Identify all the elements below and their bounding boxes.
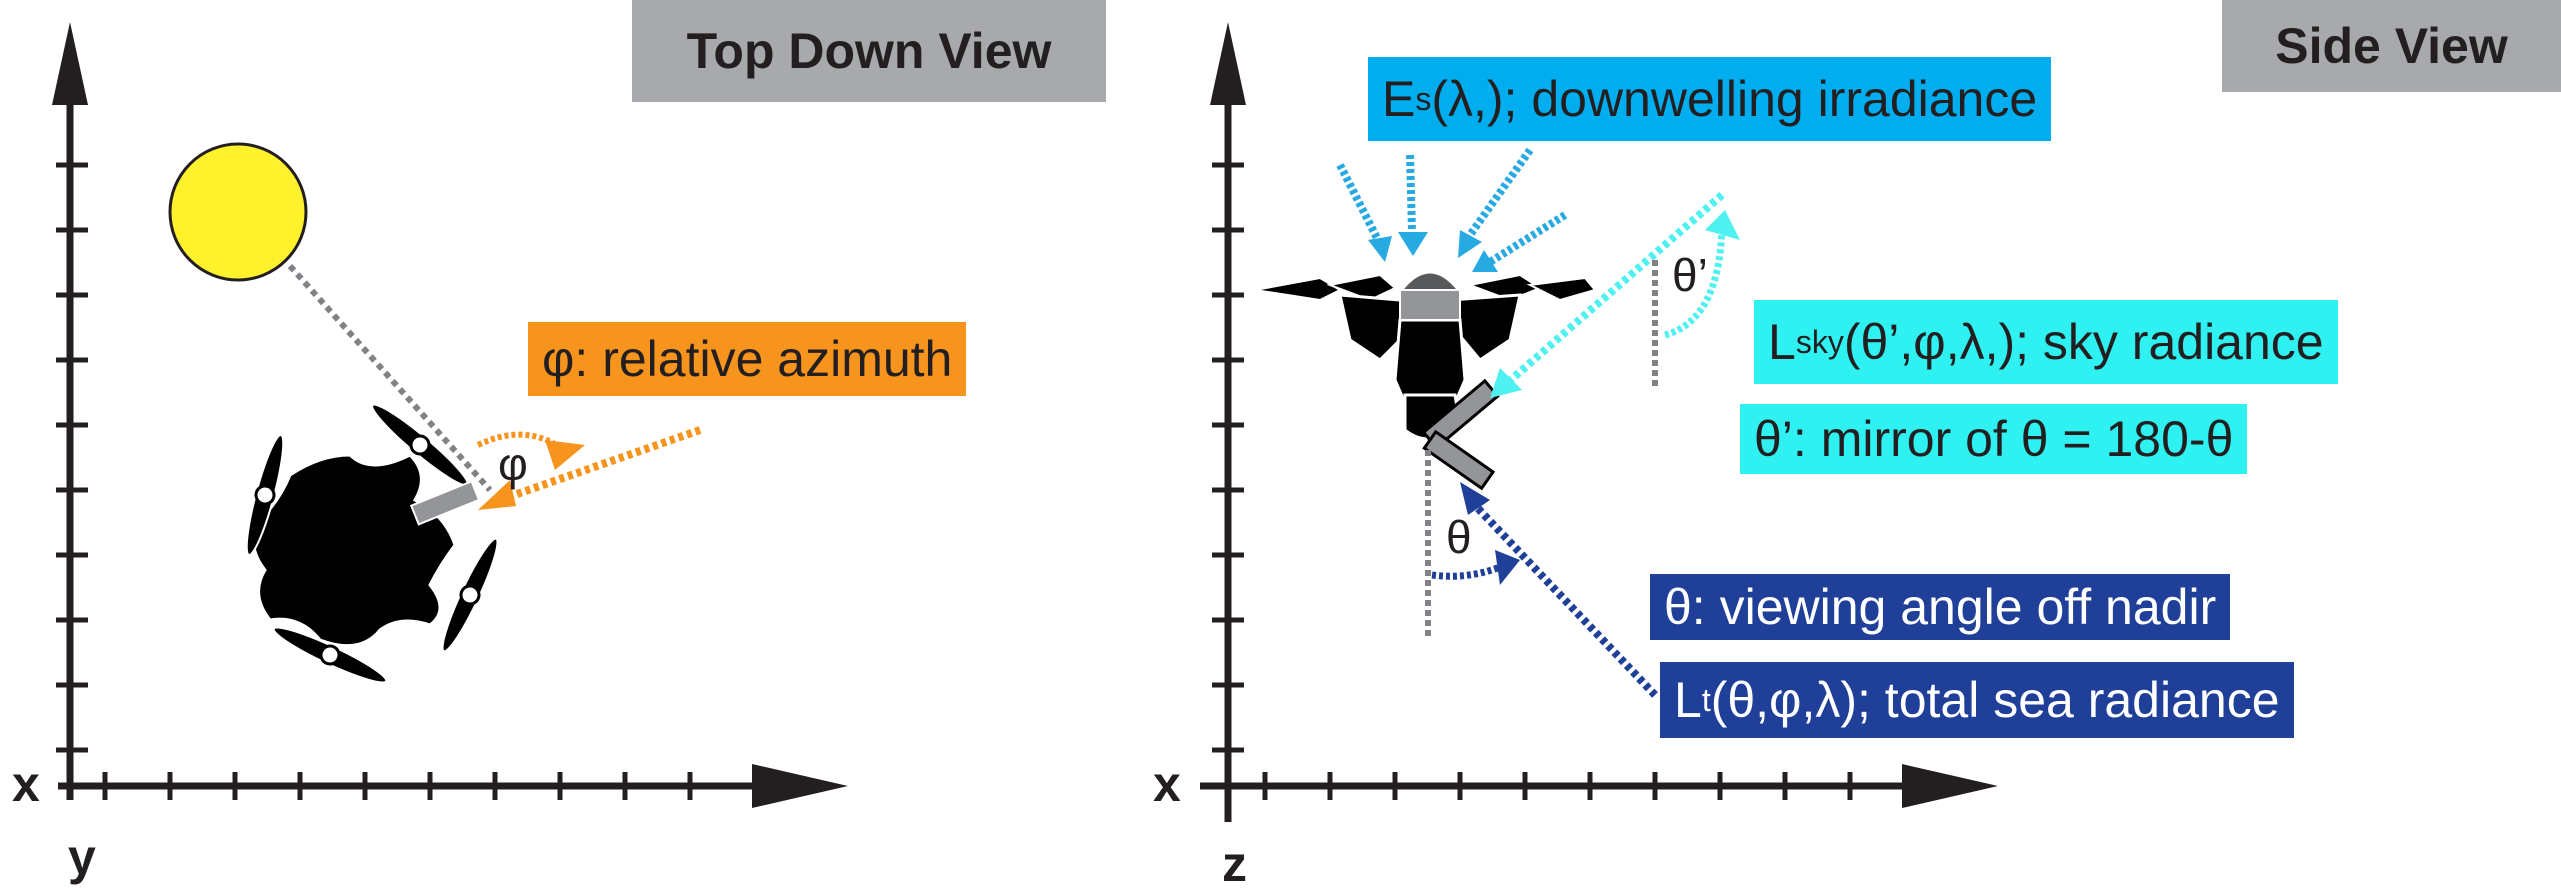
azimuth-label: φ: relative azimuth xyxy=(528,322,967,396)
sky-radiance-symbol: L xyxy=(1768,314,1796,370)
sun-direction-line xyxy=(287,264,493,492)
sky-radiance-arrowhead xyxy=(1490,368,1522,398)
irradiance-arrowheads xyxy=(1368,230,1498,272)
view-direction-arrowhead xyxy=(478,480,516,510)
azimuth-arrowhead xyxy=(545,440,585,470)
irradiance-arrows xyxy=(1336,147,1568,266)
theta-prime-symbol: θ’ xyxy=(1672,249,1708,301)
irradiance-rest: (λ,); downwelling irradiance xyxy=(1431,71,2038,127)
side-view-axes xyxy=(1200,22,1998,822)
side-x-axis-label: x xyxy=(1153,756,1181,812)
viewing-angle-label: θ: viewing angle off nadir xyxy=(1650,574,2231,640)
drone-top-icon xyxy=(245,403,499,684)
sun-icon xyxy=(168,142,308,282)
side-z-axis-label: z xyxy=(1222,836,1247,892)
theta-prime-arrowhead xyxy=(1705,210,1740,240)
view-direction-line xyxy=(498,426,702,504)
sea-radiance-symbol: L xyxy=(1674,672,1702,728)
top-x-axis-label: x xyxy=(12,756,40,812)
sky-radiance-rest: (θ’,φ,λ,); sky radiance xyxy=(1843,314,2324,370)
sky-radiance-line xyxy=(1502,191,1725,389)
mirror-label: θ’: mirror of θ = 180-θ xyxy=(1740,404,2248,474)
azimuth-symbol: φ xyxy=(498,438,528,490)
theta-arc xyxy=(1431,561,1507,580)
theta-arrowhead xyxy=(1495,550,1520,585)
sea-radiance-rest: (θ,φ,λ); total sea radiance xyxy=(1710,672,2280,728)
top-y-axis-label: y xyxy=(68,829,96,885)
drone-side-icon xyxy=(1254,271,1597,491)
top-view-title: Top Down View xyxy=(632,0,1106,102)
top-view-axes xyxy=(52,22,848,808)
sea-radiance-line xyxy=(1467,497,1658,698)
irradiance-symbol: E xyxy=(1382,71,1416,127)
theta-symbol: θ xyxy=(1446,511,1472,563)
theta-prime-arc xyxy=(1663,224,1726,339)
sea-radiance-arrowhead xyxy=(1460,482,1490,515)
side-view-title: Side View xyxy=(2222,0,2561,92)
